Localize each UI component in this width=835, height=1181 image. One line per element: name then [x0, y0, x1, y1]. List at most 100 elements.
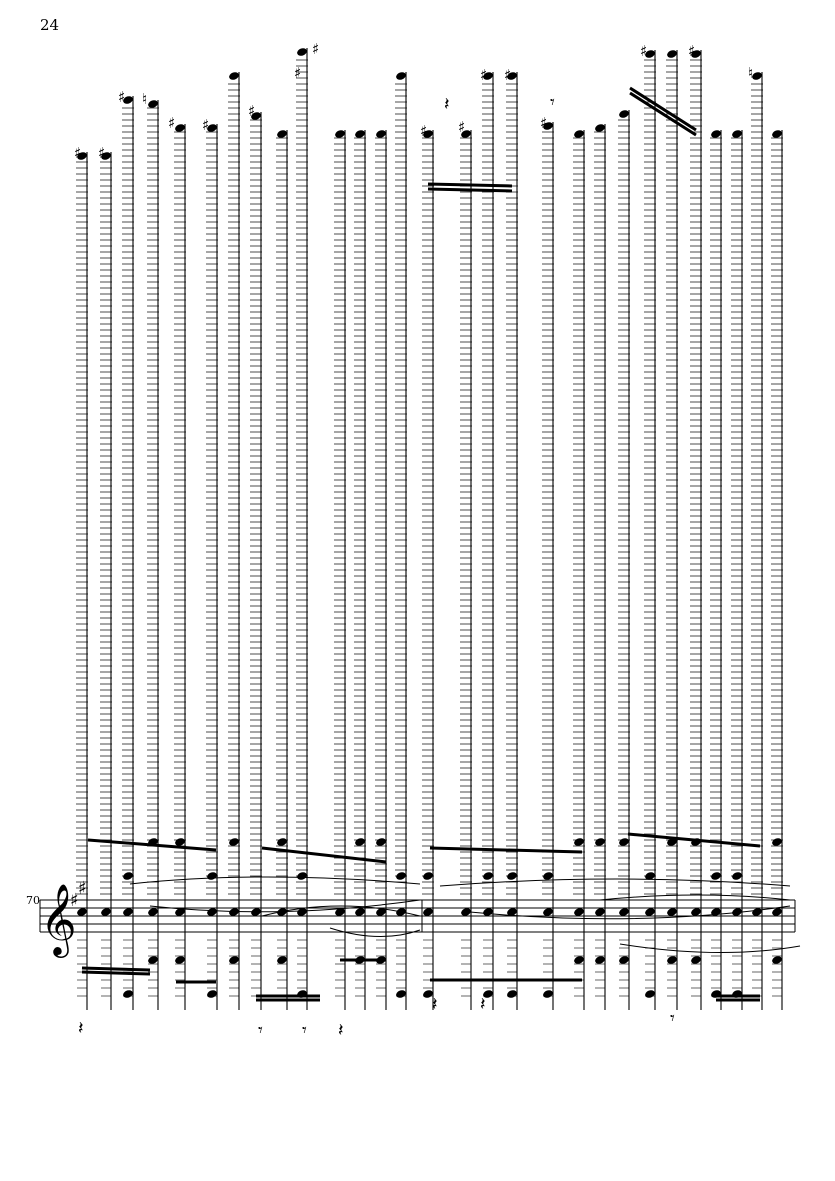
sharp-icon: ♯ — [294, 64, 301, 82]
sharp-icon: ♯ — [98, 144, 105, 162]
notehead — [277, 956, 287, 964]
notehead — [335, 908, 345, 916]
sharp-icon: ♯ — [420, 122, 427, 140]
notehead — [423, 130, 433, 138]
page-number: 24 — [40, 16, 60, 34]
notehead — [752, 72, 762, 80]
sharp-icon: ♯ — [202, 116, 209, 134]
eighth-rest-icon: 𝄾 — [670, 1008, 675, 1029]
notehead — [461, 130, 471, 138]
natural-icon: ♮ — [142, 90, 147, 108]
notehead — [619, 110, 629, 118]
notehead — [77, 152, 87, 160]
natural-icon: ♮ — [748, 64, 753, 82]
notehead — [277, 838, 287, 846]
note-stems — [86, 48, 783, 1010]
sharp-icon: ♯ — [168, 114, 175, 132]
notehead — [175, 124, 185, 132]
slur — [329, 927, 421, 937]
notehead — [483, 990, 493, 998]
notehead — [376, 838, 386, 846]
notehead — [595, 908, 605, 916]
notehead — [595, 124, 605, 132]
notehead — [543, 990, 553, 998]
notehead — [355, 956, 365, 964]
notehead — [297, 48, 307, 56]
notehead — [645, 50, 655, 58]
notehead — [423, 990, 433, 998]
notehead — [732, 990, 742, 998]
sharp-icon: ♯ — [458, 118, 465, 136]
notehead — [732, 908, 742, 916]
notehead — [229, 908, 239, 916]
notehead — [711, 872, 721, 880]
accidentals: ♯♯♯♯♯♮♯♯♯♯♯♯♯♯♯♯♯♯♮ — [70, 40, 753, 911]
notehead — [691, 908, 701, 916]
key-signature-sharp-icon: ♯ — [70, 890, 79, 911]
notehead — [772, 908, 782, 916]
slur — [129, 876, 421, 885]
sharp-icon: ♯ — [688, 42, 695, 60]
beam — [81, 966, 151, 972]
ledger-lines — [76, 59, 783, 997]
notehead — [574, 130, 584, 138]
notehead — [711, 130, 721, 138]
notehead — [77, 908, 87, 916]
notehead — [396, 872, 406, 880]
notehead — [507, 990, 517, 998]
notehead — [667, 956, 677, 964]
sharp-icon: ♯ — [248, 102, 255, 120]
notehead — [461, 908, 471, 916]
notehead — [229, 956, 239, 964]
notehead — [101, 908, 111, 916]
notehead — [772, 838, 782, 846]
notehead — [123, 872, 133, 880]
notehead — [619, 838, 629, 846]
noteheads — [77, 48, 782, 998]
notehead — [483, 72, 493, 80]
notehead — [667, 838, 677, 846]
eighth-rest-icon: 𝄾 — [258, 1020, 263, 1041]
slur — [469, 905, 791, 920]
notehead — [691, 838, 701, 846]
notehead — [595, 956, 605, 964]
notehead — [543, 122, 553, 130]
notehead — [667, 908, 677, 916]
sharp-icon: ♯ — [480, 66, 487, 84]
sharp-icon: ♯ — [640, 42, 647, 60]
sharp-icon: ♯ — [540, 114, 547, 132]
notehead — [645, 872, 655, 880]
notehead — [396, 72, 406, 80]
notehead — [355, 908, 365, 916]
beam — [629, 91, 697, 137]
notehead — [148, 908, 158, 916]
notehead — [772, 130, 782, 138]
notehead — [123, 96, 133, 104]
notehead — [543, 908, 553, 916]
slur — [599, 894, 791, 901]
beam — [629, 86, 697, 132]
notehead — [376, 908, 386, 916]
notehead — [691, 50, 701, 58]
rests: 𝄽𝄾𝄾𝄾𝄽𝄾𝄽𝄽𝄽 — [78, 92, 675, 1041]
notehead — [207, 908, 217, 916]
notehead — [101, 152, 111, 160]
key-signature-sharp-icon: ♯ — [78, 878, 87, 899]
slur — [439, 878, 791, 887]
quarter-rest-icon: 𝄽 — [432, 994, 438, 1015]
beam — [427, 187, 513, 193]
notehead — [507, 908, 517, 916]
notehead — [207, 990, 217, 998]
notehead — [175, 956, 185, 964]
notehead — [229, 838, 239, 846]
notehead — [175, 908, 185, 916]
notehead — [207, 872, 217, 880]
eighth-rest-icon: 𝄾 — [550, 92, 555, 113]
notehead — [123, 908, 133, 916]
treble-clef-icon: 𝄞 — [40, 882, 77, 958]
notehead — [645, 908, 655, 916]
notehead — [507, 72, 517, 80]
notehead — [732, 130, 742, 138]
notehead — [732, 872, 742, 880]
